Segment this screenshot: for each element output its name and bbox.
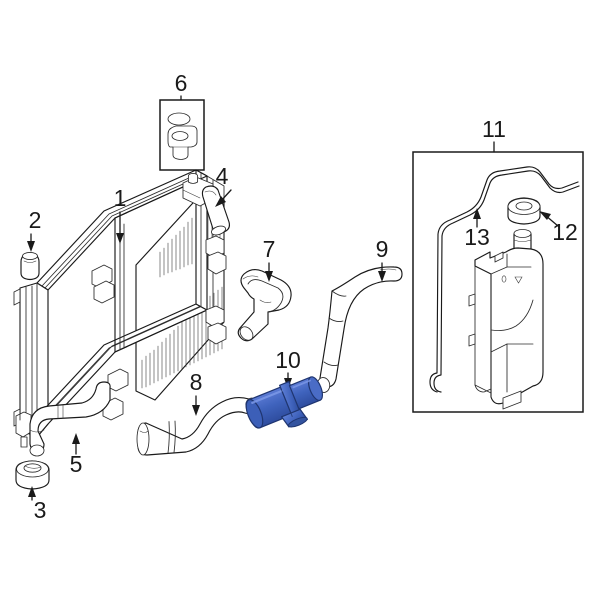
callout-11: 11 xyxy=(482,116,506,142)
callout-6: 6 xyxy=(175,70,188,96)
callout-13: 13 xyxy=(464,224,490,250)
radiator-right-brackets xyxy=(205,235,227,345)
callout-8: 8 xyxy=(190,369,203,395)
callout-9: 9 xyxy=(376,236,389,262)
callout-1: 1 xyxy=(114,185,127,211)
radiator-cap-neck-hose xyxy=(201,185,231,236)
callout-10: 10 xyxy=(275,347,301,373)
drain-plug-upper xyxy=(20,251,40,281)
inset-box-reservoir xyxy=(412,151,584,413)
callout-5: 5 xyxy=(70,451,83,477)
radiator-assembly xyxy=(13,169,227,448)
callout-4: 4 xyxy=(216,163,229,189)
callout-12: 12 xyxy=(552,219,578,245)
radiator-left-brackets xyxy=(91,264,129,421)
callout-3: 3 xyxy=(34,497,47,523)
callout-leaders xyxy=(27,95,559,501)
bypass-hose xyxy=(237,268,292,342)
reservoir-hose xyxy=(429,166,580,393)
reservoir-tank-cap xyxy=(507,197,541,225)
lower-hose-inlet xyxy=(29,381,111,457)
inset-box-radiator-cap xyxy=(159,99,205,171)
mount-grommet-lower xyxy=(15,460,50,490)
reservoir-tank-body xyxy=(468,229,544,410)
callout-2: 2 xyxy=(29,207,42,233)
part-10-highlight[interactable] xyxy=(242,371,331,441)
callout-7: 7 xyxy=(263,236,276,262)
